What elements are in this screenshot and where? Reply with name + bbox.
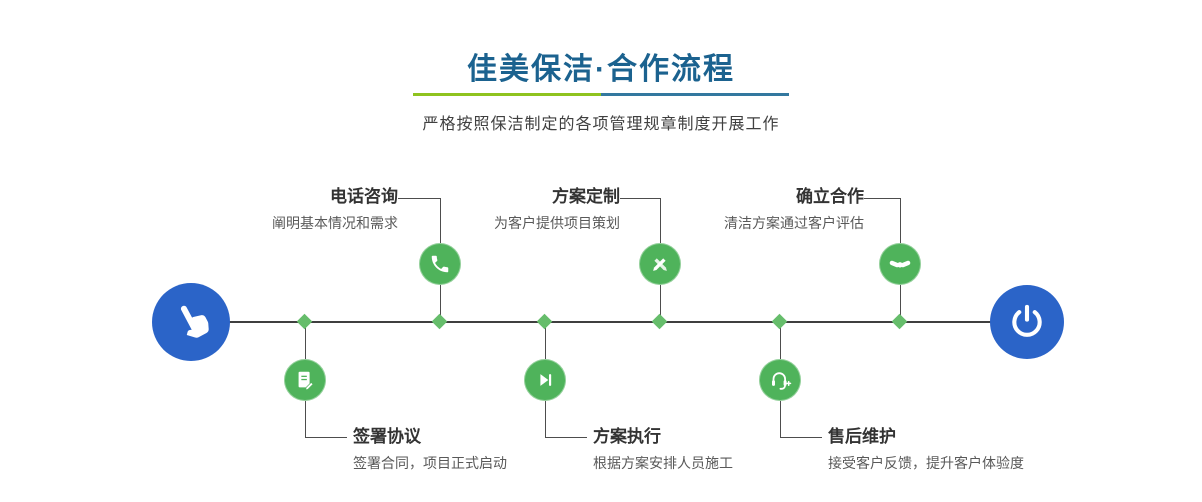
phone-icon	[429, 253, 451, 275]
timeline-start-node	[152, 283, 230, 361]
timeline-end-node	[990, 285, 1064, 359]
page-title: 佳美保洁·合作流程	[467, 53, 735, 86]
timeline-diamond-marker	[651, 313, 668, 330]
step-desc: 阐明基本情况和需求	[272, 215, 398, 231]
timeline-diamond-marker	[536, 313, 553, 330]
step-label-aftersales: 售后维护 接受客户反馈，提升客户体验度	[828, 426, 1090, 473]
play-icon	[535, 370, 555, 390]
step-desc: 接受客户反馈，提升客户体验度	[828, 455, 1024, 471]
pointing-hand-icon	[171, 302, 211, 342]
step-label-phone: 电话咨询 阐明基本情况和需求	[178, 186, 398, 233]
step-title: 售后维护	[828, 427, 896, 446]
step-title: 电话咨询	[330, 187, 398, 206]
connector-line	[864, 198, 900, 199]
step-node-phone	[419, 243, 461, 285]
timeline-diamond-marker	[431, 313, 448, 330]
connector-line	[305, 437, 347, 438]
timeline-line	[191, 321, 1027, 323]
divider-blue-segment	[601, 93, 789, 96]
timeline-diamond-marker	[891, 313, 908, 330]
title-divider	[413, 93, 789, 96]
power-icon	[1008, 303, 1046, 341]
step-desc: 为客户提供项目策划	[494, 215, 620, 231]
step-node-contract	[284, 359, 326, 401]
timeline-diamond-marker	[771, 313, 788, 330]
step-desc: 清洁方案通过客户评估	[724, 215, 864, 231]
page-subtitle: 严格按照保洁制定的各项管理规章制度开展工作	[422, 116, 780, 133]
connector-line	[620, 198, 660, 199]
step-label-plan: 方案定制 为客户提供项目策划	[400, 186, 620, 233]
contract-icon	[294, 369, 316, 391]
step-node-aftersales	[759, 359, 801, 401]
step-label-execution: 方案执行 根据方案安排人员施工	[593, 426, 855, 473]
handshake-icon	[888, 252, 912, 276]
step-node-plan	[639, 243, 681, 285]
divider-green-segment	[413, 93, 601, 96]
step-label-cooperation: 确立合作 清洁方案通过客户评估	[644, 186, 864, 233]
step-title: 确立合作	[796, 187, 864, 206]
step-node-execution	[524, 359, 566, 401]
timeline-diamond-marker	[296, 313, 313, 330]
step-desc: 根据方案安排人员施工	[593, 455, 733, 471]
connector-line	[545, 437, 587, 438]
connector-line	[398, 198, 440, 199]
step-title: 签署协议	[353, 427, 421, 446]
pen-tools-icon	[649, 253, 671, 275]
connector-line	[780, 437, 822, 438]
step-desc: 签署合同，项目正式启动	[353, 455, 507, 471]
step-label-contract: 签署协议 签署合同，项目正式启动	[353, 426, 615, 473]
step-node-cooperation	[879, 243, 921, 285]
step-title: 方案定制	[552, 187, 620, 206]
headset-icon	[768, 368, 792, 392]
step-title: 方案执行	[593, 427, 661, 446]
